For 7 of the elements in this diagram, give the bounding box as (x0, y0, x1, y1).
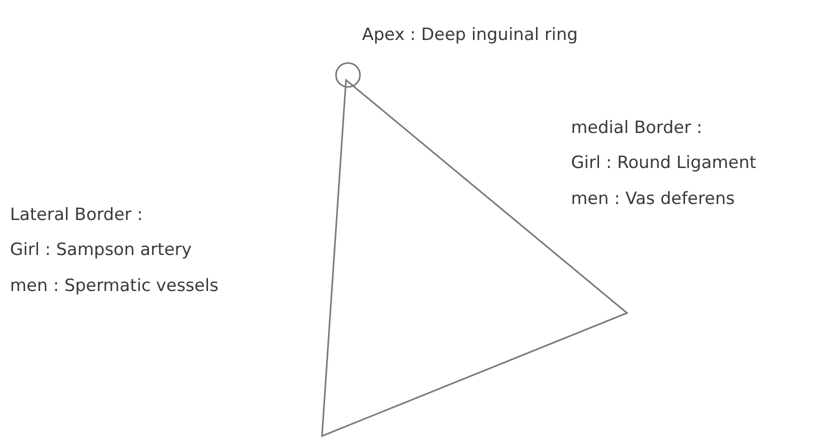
border-label: Girl : Sampson artery (10, 239, 192, 261)
border-label: medial Border : (571, 117, 702, 139)
apex-label: Apex : Deep inguinal ring (362, 24, 578, 46)
border-label: men : Spermatic vessels (10, 275, 218, 297)
border-label: Lateral Border : (10, 204, 143, 226)
border-label: Girl : Round Ligament (571, 152, 756, 174)
border-label: men : Vas deferens (571, 188, 735, 210)
